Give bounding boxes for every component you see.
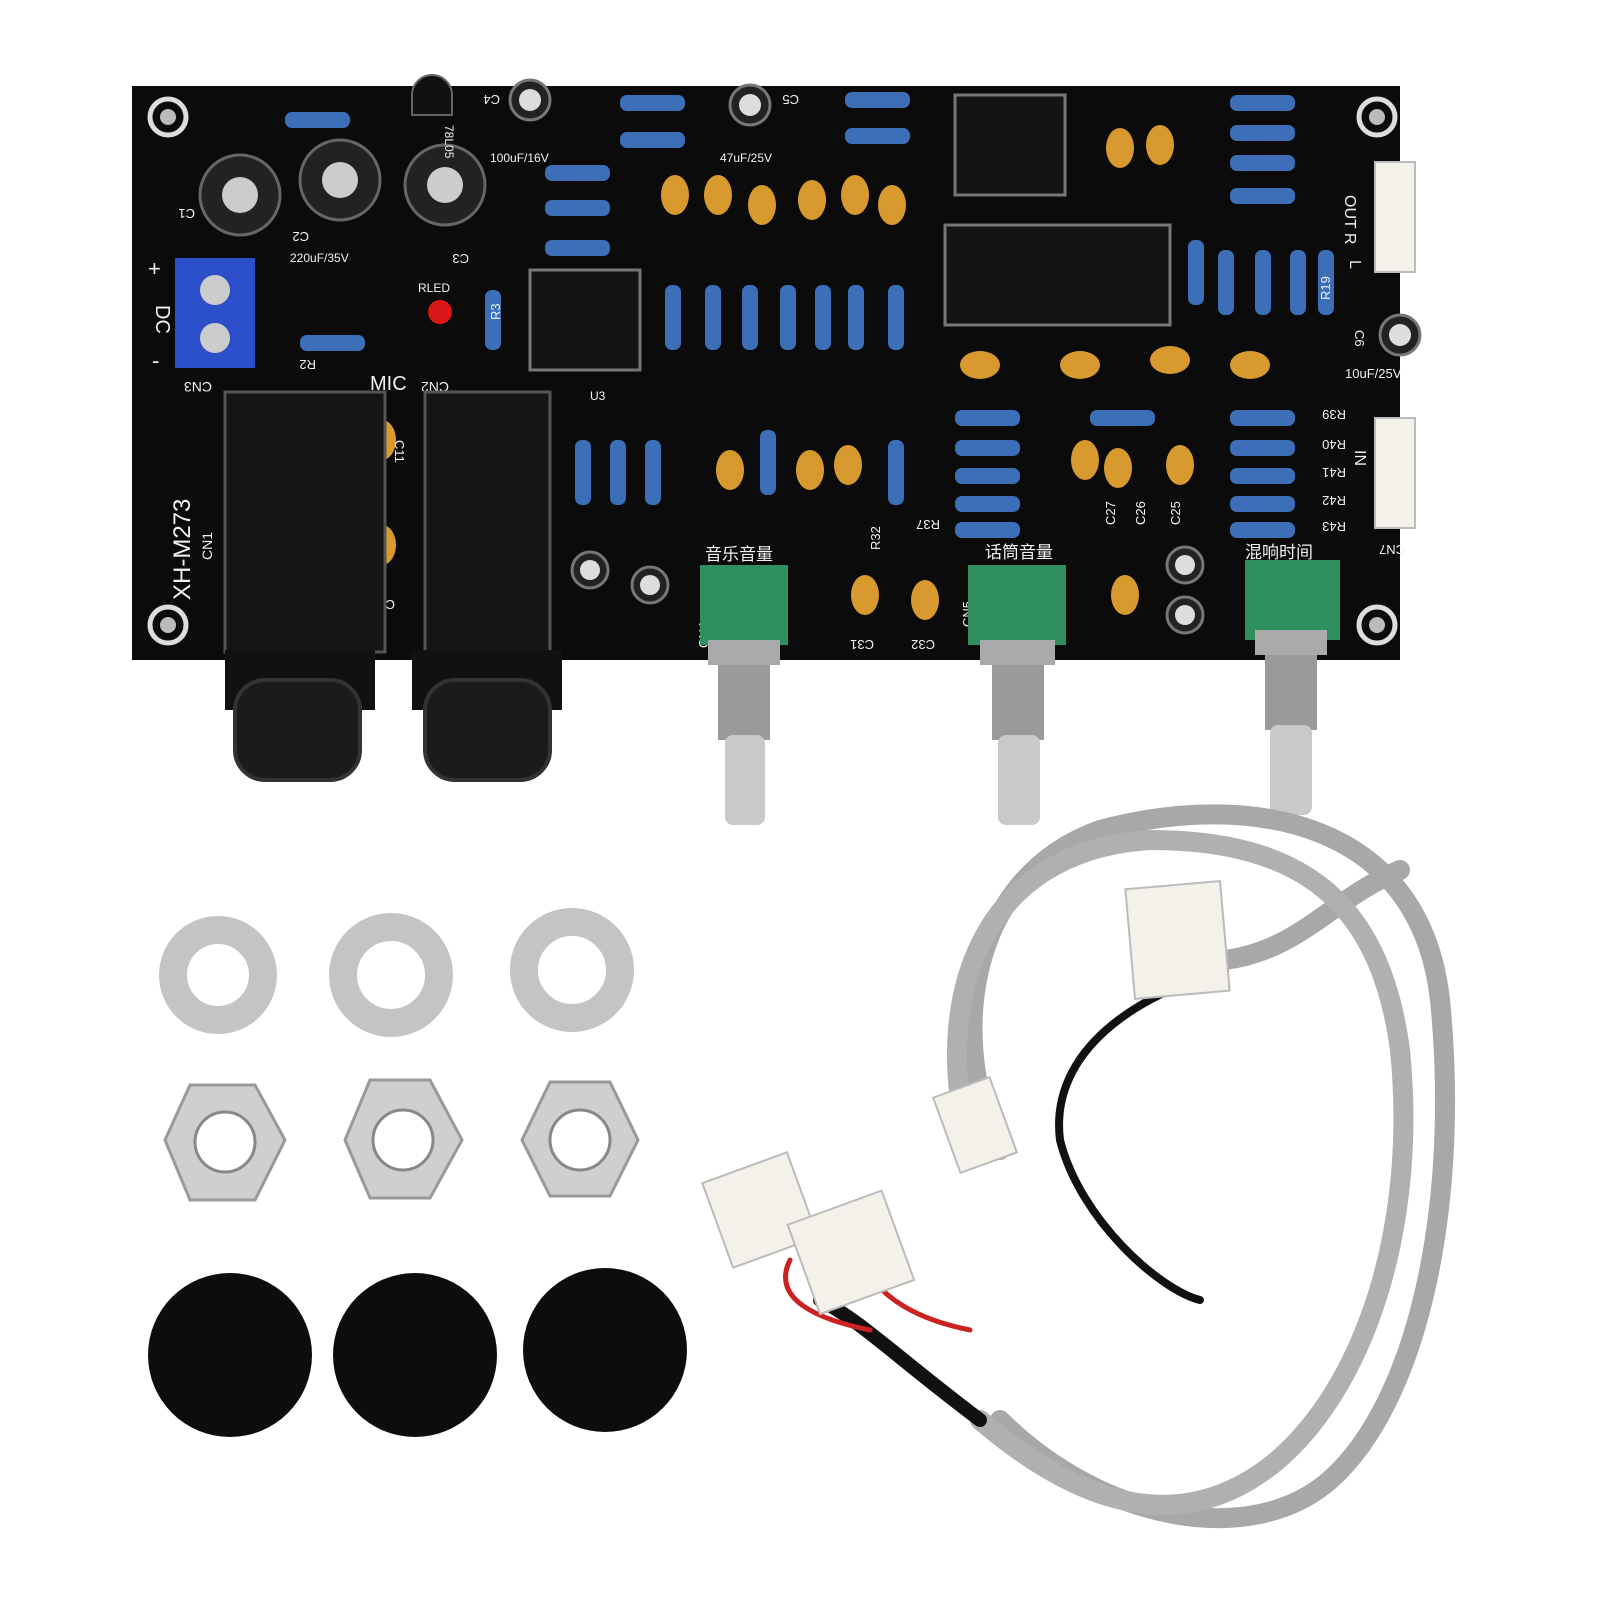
reverb-time-label: 混响时间 xyxy=(1245,543,1313,562)
r19-label: R19 xyxy=(1318,276,1333,300)
c3-label: C3 xyxy=(452,251,469,266)
board-connectors xyxy=(1374,161,1416,529)
r40-label: R40 xyxy=(1322,437,1346,452)
r3-label: R3 xyxy=(488,303,503,320)
c1-label: C1 xyxy=(178,206,195,221)
regulator-label: 78L05 xyxy=(442,125,456,159)
knob-caps xyxy=(148,1268,687,1437)
r32-label: R32 xyxy=(868,526,883,550)
c31-label: C31 xyxy=(850,637,874,652)
cn1-label: CN1 xyxy=(199,532,215,560)
r43-label: R43 xyxy=(1322,519,1346,534)
resistors xyxy=(285,92,1334,538)
r39-label: R39 xyxy=(1322,407,1346,422)
u3-label: U3 xyxy=(590,389,606,403)
c27-label: C27 xyxy=(1103,501,1118,525)
c4-label: C4 xyxy=(483,92,500,107)
r2-label: R2 xyxy=(299,357,316,372)
cn7-label: CN7 xyxy=(1379,542,1405,557)
music-volume-label: 音乐音量 xyxy=(705,545,773,564)
c4-value: 100uF/16V xyxy=(490,151,549,165)
cable-connectors xyxy=(701,879,1231,1316)
r41-label: R41 xyxy=(1322,465,1346,480)
mic-jacks xyxy=(223,390,562,782)
c2-label: C2 xyxy=(292,229,309,244)
out-l-label: L xyxy=(1346,260,1363,269)
r37-label: R37 xyxy=(916,517,940,532)
rled-label: RLED xyxy=(418,281,450,295)
c25-label: C25 xyxy=(1168,501,1183,525)
c26-label: C26 xyxy=(1133,501,1148,525)
c6-label: C6 xyxy=(1352,330,1367,347)
c2-value: 220uF/35V xyxy=(290,251,349,265)
r42-label: R42 xyxy=(1322,493,1346,508)
mic-label: MIC xyxy=(370,373,407,395)
ic-chips xyxy=(528,93,1172,372)
silkscreen-labels: XH-M273 CN1 MIC CN2 CN3 DC + - 音乐音量 话筒音量… xyxy=(148,92,1405,652)
cn3-label: CN3 xyxy=(184,379,212,395)
c5-label: C5 xyxy=(782,92,799,107)
c6-value: 10uF/25V xyxy=(1345,366,1402,381)
c11-label: C11 xyxy=(392,440,407,463)
electrolytic-capacitors xyxy=(198,78,1422,635)
washers xyxy=(159,908,634,1037)
connector-cable xyxy=(783,804,1456,1529)
red-led xyxy=(428,300,452,324)
mic-volume-label: 话筒音量 xyxy=(985,543,1053,562)
minus-label: - xyxy=(152,348,159,373)
c5-value: 47uF/25V xyxy=(720,151,772,165)
in-label: IN xyxy=(1351,450,1368,466)
mounting-holes xyxy=(147,96,1398,646)
regulator xyxy=(411,74,453,116)
dc-label: DC xyxy=(151,305,173,334)
potentiometers xyxy=(700,560,1340,825)
model-label: XH-M273 xyxy=(169,499,196,600)
plus-label: + xyxy=(148,256,161,281)
c32-label: C32 xyxy=(911,637,935,652)
out-label: OUT R xyxy=(1341,195,1358,244)
